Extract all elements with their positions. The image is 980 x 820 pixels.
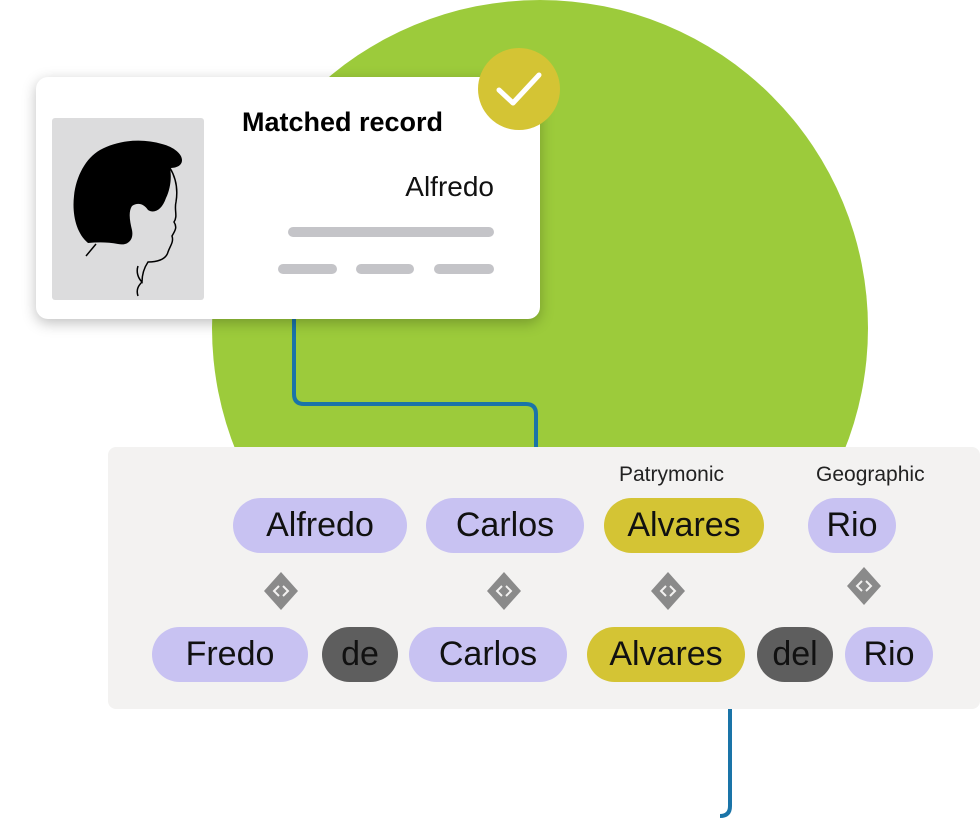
connector-panel-vertical <box>719 708 732 818</box>
placeholder-line <box>288 227 494 237</box>
patronymic-pill: Alvares <box>587 627 745 682</box>
bidirectional-match-icon <box>847 567 881 605</box>
person-silhouette-icon <box>73 140 182 297</box>
geographic-pill: Rio <box>845 627 933 682</box>
name-pill: Fredo <box>152 627 308 682</box>
connector-card-to-panel <box>292 318 538 448</box>
check-badge <box>478 48 560 130</box>
avatar <box>52 118 204 300</box>
matched-record-card: Matched record Alfredo <box>36 77 540 319</box>
bidirectional-match-icon <box>487 572 521 610</box>
particle-pill: de <box>322 627 398 682</box>
category-label-geographic: Geographic <box>816 463 925 486</box>
placeholder-line <box>278 264 337 274</box>
card-title: Matched record <box>242 107 444 137</box>
patronymic-pill: Alvares <box>604 498 764 553</box>
geographic-pill: Rio <box>808 498 896 553</box>
category-label-patronymic: Patrymonic <box>619 463 725 486</box>
placeholder-line <box>434 264 494 274</box>
matched-name: Alfredo <box>405 171 494 202</box>
name-pill: Alfredo <box>233 498 407 553</box>
particle-pill: del <box>757 627 833 682</box>
placeholder-line <box>356 264 414 274</box>
checkmark-icon <box>496 72 542 106</box>
bidirectional-match-icon <box>651 572 685 610</box>
name-pill: Carlos <box>409 627 567 682</box>
bidirectional-match-icon <box>264 572 298 610</box>
name-pill: Carlos <box>426 498 584 553</box>
